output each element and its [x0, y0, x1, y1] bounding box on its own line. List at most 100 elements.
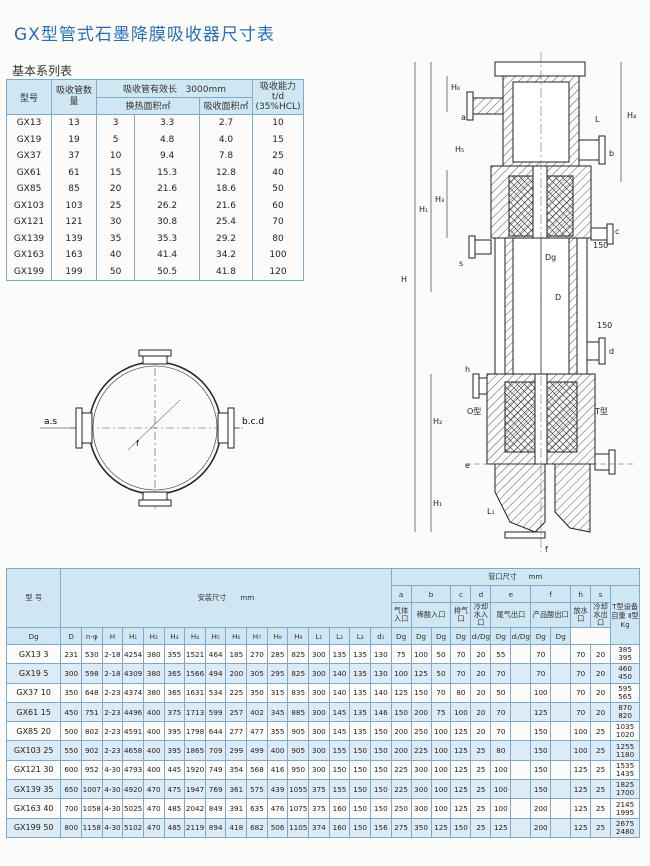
pipe-name: 气体入口	[390, 602, 412, 628]
table-cell: 100	[390, 663, 412, 684]
table-cell: 644	[204, 721, 227, 742]
column-header: H₅	[204, 627, 227, 645]
table-cell: 130	[369, 643, 392, 665]
table-cell: 395	[163, 740, 186, 761]
table-cell: 450	[60, 701, 82, 723]
table-cell: 225	[410, 740, 432, 761]
table-cell	[550, 740, 572, 761]
table-cell: GX199	[6, 263, 52, 281]
dimension-label: H₁	[433, 499, 442, 508]
table-cell: 150	[349, 759, 371, 781]
pipe-name: 冷却水入口	[470, 602, 492, 628]
table-cell: 650	[60, 779, 82, 800]
table-cell: 155	[328, 779, 351, 800]
table-cell: 100	[530, 682, 552, 703]
table-cell: 315	[266, 682, 289, 703]
table-cell: 70	[530, 663, 552, 684]
table-cell: 380	[142, 682, 165, 703]
table-cell: 75	[430, 701, 452, 723]
table-cell: 375	[308, 798, 330, 819]
table-cell: 400	[142, 740, 165, 761]
table-cell: 270	[246, 643, 268, 665]
table-cell: 4-30	[101, 759, 124, 781]
model-cell: GX37 10	[5, 682, 62, 703]
table-cell: 50	[95, 263, 136, 281]
table-cell: 150	[369, 740, 392, 761]
table-cell: 20	[470, 643, 492, 665]
dimension-label: c	[615, 227, 619, 236]
table-cell: 769	[204, 779, 227, 800]
table-cell: 439	[266, 779, 289, 800]
column-header: H₈	[266, 627, 289, 645]
table-cell: 277	[225, 721, 248, 742]
table-cell: 300	[308, 721, 330, 742]
table-cell: 365	[163, 663, 186, 684]
table-cell: 50	[430, 663, 452, 684]
table-cell: 9.4	[134, 148, 200, 165]
table-cell: 200	[530, 798, 552, 819]
table-cell: 160	[328, 817, 351, 838]
pipe-name: 排气口	[450, 602, 472, 628]
pipe-letter: d	[470, 585, 492, 603]
table-cell: 145	[328, 701, 351, 723]
column-header: H₉	[287, 627, 310, 645]
pipe-letter: a	[390, 585, 412, 603]
header-model: 型 号	[5, 568, 62, 628]
table-cell: 1865	[184, 740, 206, 761]
table-cell: 20	[590, 663, 612, 684]
table-cell: 15	[252, 131, 304, 148]
table-cell: 5102	[122, 817, 144, 838]
table-cell: 120	[252, 263, 304, 281]
model-cell: GX13 3	[5, 643, 62, 665]
table-cell: 41.4	[134, 247, 200, 264]
table-cell	[550, 779, 572, 800]
table-cell: 139	[51, 230, 97, 247]
table-cell: 150	[530, 740, 552, 761]
table-cell: 534	[204, 682, 227, 703]
table-cell: 355	[163, 643, 186, 665]
model-cell: GX163 40	[5, 798, 62, 819]
table-cell: 682	[246, 817, 268, 838]
column-header: Dg	[410, 627, 432, 645]
pipe-letter: e	[490, 585, 532, 603]
table-cell: 4496	[122, 701, 144, 723]
table-cell: 530	[81, 643, 103, 665]
table-cell: 20	[590, 643, 612, 665]
table-cell: 100	[450, 701, 472, 723]
table-cell: 19	[51, 131, 97, 148]
table-cell	[550, 663, 572, 684]
table-cell: 300	[308, 643, 330, 665]
table-cell: 4-30	[101, 817, 124, 838]
table-cell: 25	[470, 759, 492, 781]
label-f: f	[136, 439, 139, 448]
table-cell: 2-23	[101, 682, 124, 703]
table-cell: 20	[470, 682, 492, 703]
table-cell	[510, 663, 532, 684]
table-cell: 2-18	[101, 643, 124, 665]
table-cell: 135	[349, 682, 371, 703]
table-cell: GX121	[6, 214, 52, 231]
column-header: D	[60, 627, 82, 645]
table-cell: 800	[60, 817, 82, 838]
dimension-label: H₅	[455, 145, 464, 154]
table-cell: 150	[328, 759, 351, 781]
table-cell: GX37	[6, 148, 52, 165]
table-cell: 500	[60, 721, 82, 742]
column-header: Dg	[550, 627, 572, 645]
table-cell: 21.6	[199, 197, 253, 214]
table-cell: 2042	[184, 798, 206, 819]
table-cell: 25	[470, 779, 492, 800]
model-cell: GX139 35	[5, 779, 62, 800]
table-cell	[550, 682, 572, 703]
table-cell: 50	[490, 682, 512, 703]
table-cell: 150	[369, 798, 392, 819]
header-absorb-area: 吸收面积㎡	[199, 96, 253, 115]
table-cell: 125	[450, 779, 472, 800]
table-cell: 300	[410, 798, 432, 819]
table-cell: 200	[390, 721, 412, 742]
table-cell: 400	[266, 740, 289, 761]
table-cell: 100	[430, 721, 452, 742]
